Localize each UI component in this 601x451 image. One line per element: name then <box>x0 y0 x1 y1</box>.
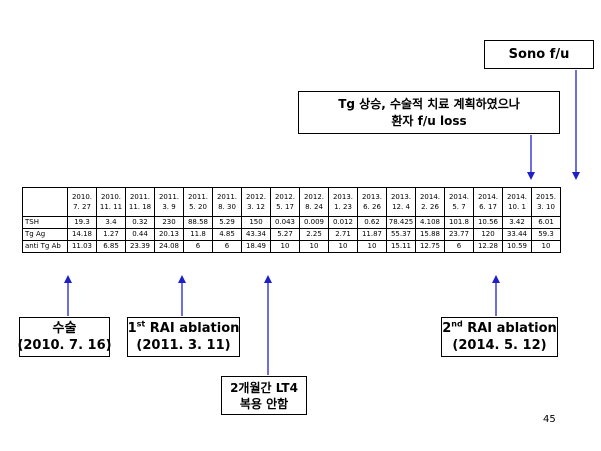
tg-rise-arrow-head <box>527 172 535 180</box>
surgery-callout: 수술 (2010. 7. 16) <box>17 317 112 357</box>
value-cell: 6.01 <box>531 216 561 229</box>
value-cell: 12.28 <box>473 240 503 253</box>
second-rai-label: 2nd RAI ablation <box>442 319 557 336</box>
surgery-date: (2010. 7. 16) <box>17 338 112 353</box>
first-rai-arrow-head <box>178 275 186 283</box>
date-header-cell: 2010.11. 11 <box>96 187 126 217</box>
tg-rise-line1: Tg 상승, 수술적 치료 계획하였으나 <box>338 96 520 111</box>
date-header-cell: 2011.5. 20 <box>183 187 213 217</box>
value-cell: 11.03 <box>67 240 97 253</box>
row-label-cell: anti Tg Ab <box>22 240 68 253</box>
value-cell: 24.08 <box>154 240 184 253</box>
surgery-arrow-head <box>64 275 72 283</box>
date-header-cell: 2011.11. 18 <box>125 187 155 217</box>
value-cell: 10 <box>531 240 561 253</box>
second-rai-arrow-head <box>492 275 500 283</box>
lt4-line2: 복용 안함 <box>239 396 289 411</box>
first-rai-ablation-callout: 1st RAI ablation (2011. 3. 11) <box>127 317 240 357</box>
date-header-cell: 2013.1. 23 <box>328 187 358 217</box>
second-rai-ablation-callout: 2nd RAI ablation (2014. 5. 12) <box>441 317 558 357</box>
value-cell: 10 <box>299 240 329 253</box>
surgery-label: 수술 <box>52 321 77 336</box>
value-cell: 10 <box>357 240 387 253</box>
date-header-cell: 2014.2. 26 <box>415 187 445 217</box>
date-header-cell: 2012.8. 24 <box>299 187 329 217</box>
first-rai-date: (2011. 3. 11) <box>136 338 231 353</box>
date-header-cell: 2012.3. 12 <box>241 187 271 217</box>
sono-fu-callout: Sono f/u <box>484 40 594 69</box>
page-number: 45 <box>543 414 556 425</box>
sono-arrow-head <box>572 172 580 180</box>
lt4-arrow-head <box>264 275 272 283</box>
first-rai-label: 1st RAI ablation <box>127 319 240 336</box>
date-header-cell: 2015.3. 10 <box>531 187 561 217</box>
date-header-cell: 2011.3. 9 <box>154 187 184 217</box>
tg-rise-callout: Tg 상승, 수술적 치료 계획하였으나 환자 f/u loss <box>298 91 560 134</box>
lt4-line1: 2개월간 LT4 <box>230 380 298 395</box>
tg-rise-line2: 환자 f/u loss <box>391 113 467 128</box>
date-header-cell: 2012.5. 17 <box>270 187 300 217</box>
date-header-cell: 2014.10. 1 <box>502 187 532 217</box>
lt4-stop-callout: 2개월간 LT4 복용 안함 <box>221 376 307 415</box>
date-header-cell: 2013.6. 26 <box>357 187 387 217</box>
second-rai-date: (2014. 5. 12) <box>452 338 547 353</box>
